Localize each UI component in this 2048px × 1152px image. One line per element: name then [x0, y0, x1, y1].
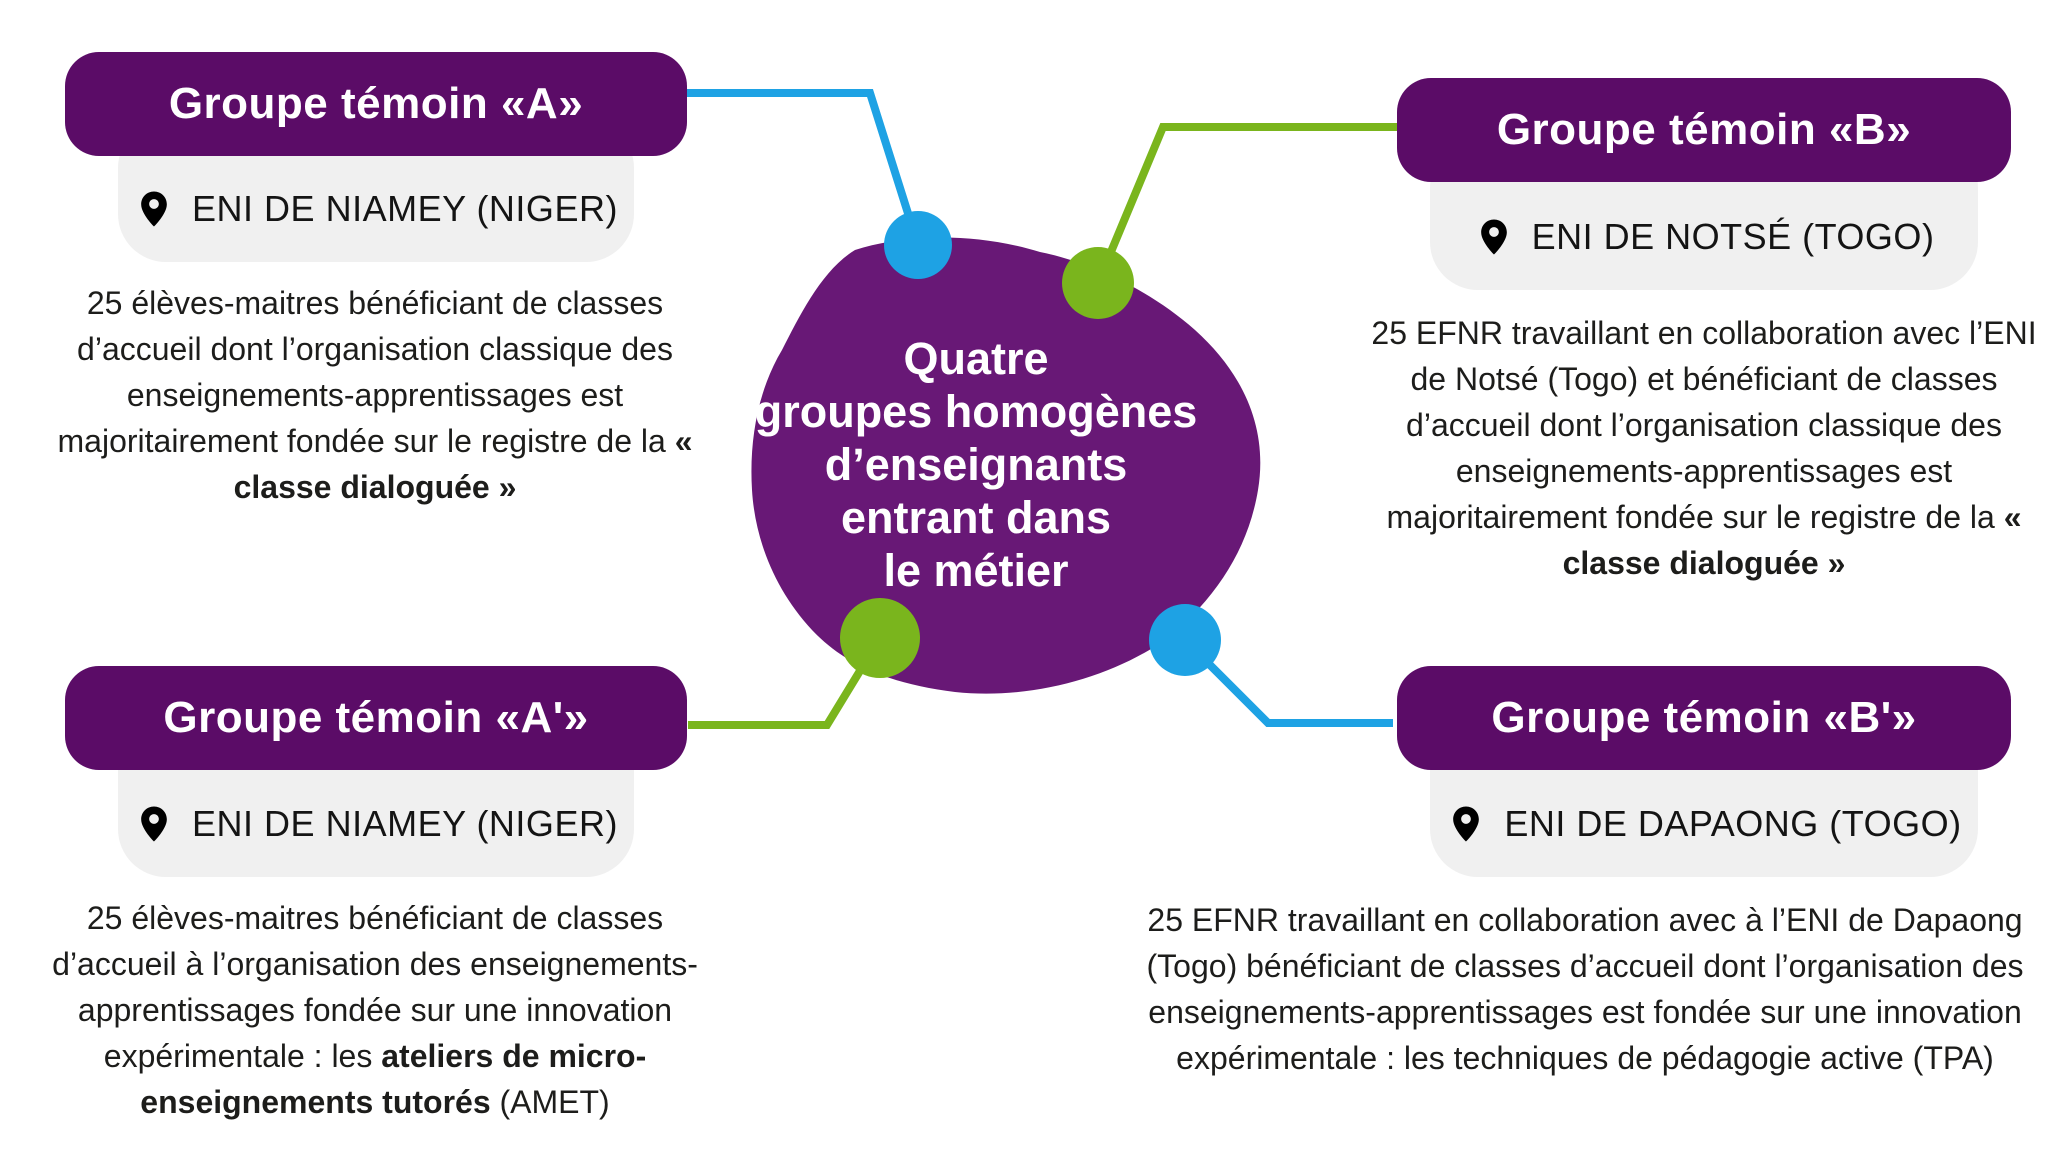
connector-line-group-b-prime: [1182, 637, 1393, 727]
group-title-box-b: Groupe témoin «B»: [1397, 78, 2011, 182]
map-pin-icon: [1453, 806, 1480, 842]
map-pin-icon: [141, 191, 167, 227]
description-text: 25 EFNR travaillant en collaboration ave…: [1146, 902, 2024, 1076]
description-text: (AMET): [490, 1084, 610, 1120]
node-circle-blue-bottom: [1149, 604, 1221, 676]
location-label: ENI DE NIAMEY (NIGER): [192, 803, 618, 844]
connector-line-group-b: [1094, 123, 1397, 285]
location-label: ENI DE DAPAONG (TOGO): [1504, 803, 1962, 844]
group-card-b: ENI DE NOTSÉ (TOGO) Groupe témoin «B» 25…: [1371, 78, 2037, 678]
central-title-line: groupes homogènes: [754, 386, 1198, 437]
map-pin-icon: [1480, 219, 1507, 255]
location-row: ENI DE NIAMEY (NIGER): [118, 182, 634, 236]
location-row: ENI DE NOTSÉ (TOGO): [1430, 210, 1978, 264]
central-title-line: Quatre: [903, 333, 1049, 384]
group-description-a: 25 élèves-maitres bénéficiant de classes…: [37, 280, 713, 510]
group-title-label: Groupe témoin «B'»: [1491, 693, 1917, 742]
description-text: 25 élèves-maitres bénéficiant de classes…: [52, 900, 698, 1074]
group-card-a: ENI DE NIAMEY (NIGER) Groupe témoin «A» …: [58, 52, 692, 612]
group-title-label: Groupe témoin «A'»: [163, 693, 589, 742]
location-label: ENI DE NOTSÉ (TOGO): [1531, 216, 1935, 257]
map-pin-icon: [141, 806, 167, 842]
location-row: ENI DE DAPAONG (TOGO): [1430, 797, 1978, 851]
node-circle-green-bottom: [840, 598, 920, 678]
description-bold-text: ateliers de micro-enseignements tutorés: [140, 1038, 647, 1120]
description-bold-text: « classe dialoguée »: [233, 423, 693, 505]
connector-line-group-a: [686, 89, 922, 247]
group-card-b-prime: ENI DE DAPAONG (TOGO) Groupe témoin «B'»…: [1147, 666, 2023, 1146]
group-title-label: Groupe témoin «B»: [1496, 105, 1912, 154]
group-description-b: 25 EFNR travaillant en collaboration ave…: [1368, 310, 2040, 586]
description-text: 25 élèves-maitres bénéficiant de classes…: [57, 285, 675, 459]
group-title-box-b-prime: Groupe témoin «B'»: [1397, 666, 2011, 770]
group-title-box-a: Groupe témoin «A»: [65, 52, 687, 156]
location-label: ENI DE NIAMEY (NIGER): [192, 188, 618, 229]
group-title-label: Groupe témoin «A»: [168, 79, 584, 128]
group-card-a-prime: ENI DE NIAMEY (NIGER) Groupe témoin «A'»…: [52, 666, 698, 1146]
central-title-line: le métier: [883, 545, 1069, 596]
group-description-b-prime: 25 EFNR travaillant en collaboration ave…: [1140, 897, 2030, 1081]
central-title-line: d’enseignants: [824, 439, 1128, 490]
node-circle-blue-top: [884, 211, 952, 279]
central-blob-shape: [751, 237, 1261, 694]
group-title-box-a-prime: Groupe témoin «A'»: [65, 666, 687, 770]
description-text: 25 EFNR travaillant en collaboration ave…: [1371, 315, 2037, 535]
description-bold-text: « classe dialoguée »: [1562, 499, 2022, 581]
location-row: ENI DE NIAMEY (NIGER): [118, 797, 634, 851]
node-circle-green-top: [1062, 247, 1134, 319]
central-title: Quatre groupes homogènes d’enseignants e…: [726, 332, 1226, 597]
group-description-a-prime: 25 élèves-maitres bénéficiant de classes…: [25, 895, 725, 1125]
central-title-line: entrant dans: [840, 492, 1112, 543]
